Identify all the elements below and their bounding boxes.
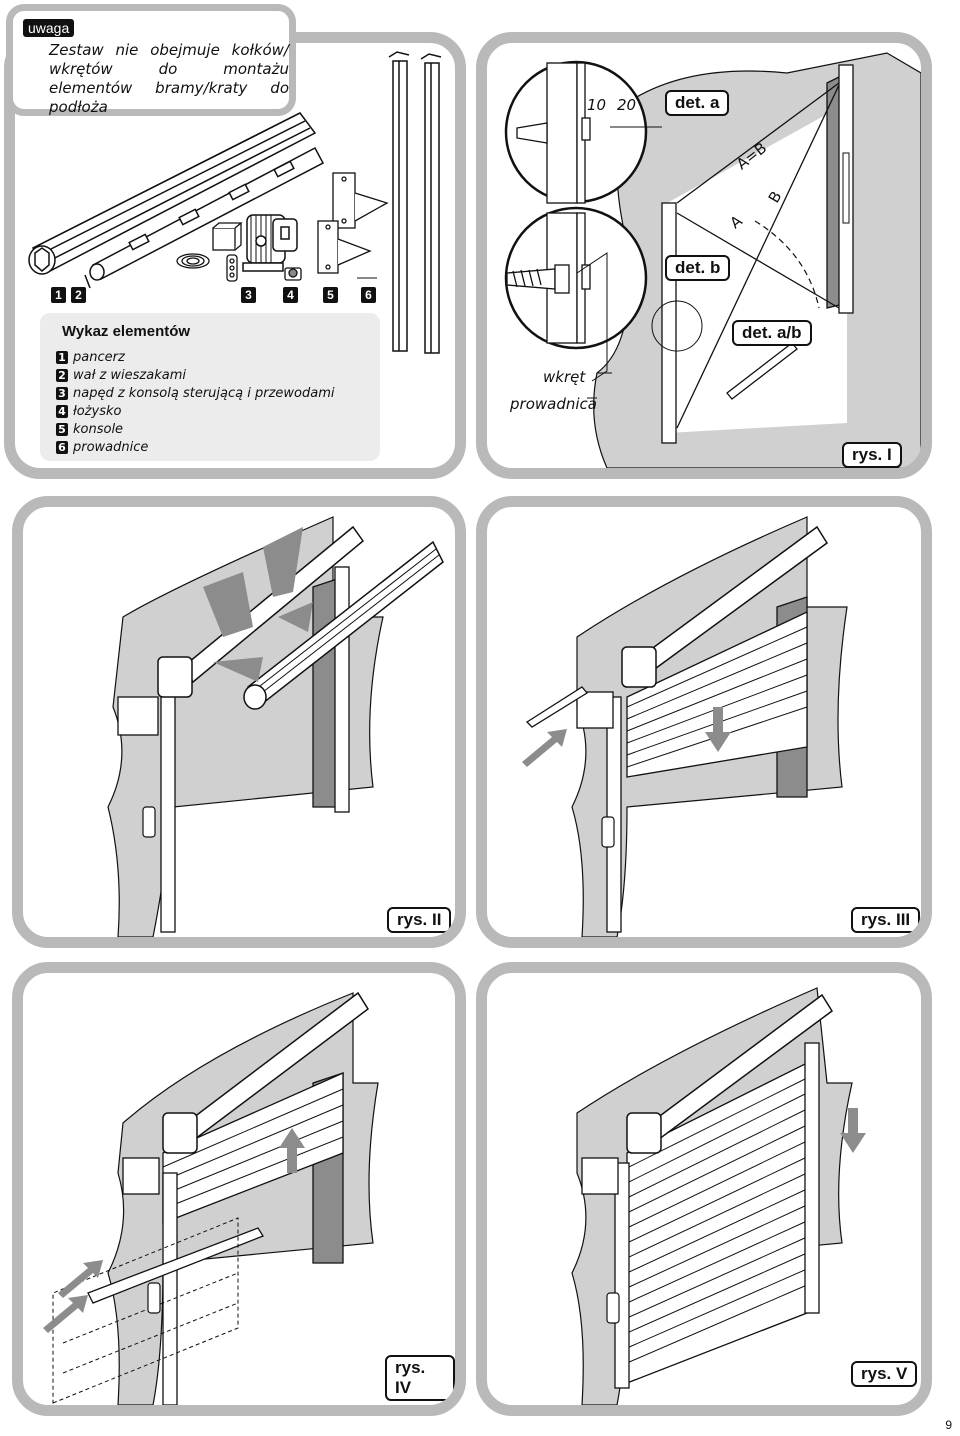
badge-2: 2 (71, 287, 86, 303)
badge-6: 6 (361, 287, 376, 303)
figure-5-caption: rys. V (851, 1361, 918, 1387)
curtain-roll (28, 112, 317, 275)
cable-coil (176, 253, 210, 269)
badge-1: 1 (51, 287, 66, 303)
figure-5-panel: rys. V (476, 962, 932, 1416)
figure-1-caption: rys. I (842, 442, 902, 468)
figure-3-caption: rys. III (851, 907, 921, 933)
legend-title: Wykaz elementów (62, 323, 191, 340)
figure-2-caption: rys. II (387, 907, 452, 933)
dim-10: 10 (587, 96, 607, 114)
motor (242, 214, 298, 272)
screw-label: wkręt (543, 368, 586, 386)
shaft (84, 146, 325, 289)
warning-note: uwaga Zestaw nie obejmuje kołków/ wkrętó… (6, 4, 296, 116)
figure-2-panel: rys. II (12, 496, 466, 948)
badge-3: 3 (241, 287, 256, 303)
control-box (212, 222, 243, 282)
bearing (284, 267, 302, 281)
badge-4: 4 (283, 287, 298, 303)
guide-rails (388, 51, 442, 354)
det-b-label: det. b (665, 255, 731, 281)
figure-3-panel: rys. III (476, 496, 932, 948)
figure-4-panel: rys. IV (12, 962, 466, 1416)
warning-text: Zestaw nie obejmuje kołków/ wkrętów do m… (49, 41, 289, 116)
dim-20: 20 (617, 96, 637, 114)
figure-4-caption: rys. IV (385, 1355, 455, 1401)
det-ab-label: det. a/b (732, 320, 812, 346)
figure-3-illustration (522, 516, 848, 937)
figure-1-illustration (504, 52, 921, 468)
consoles (317, 172, 389, 274)
guide-label: prowadnica (510, 395, 597, 413)
figure-4-illustration (43, 991, 379, 1405)
warning-tag: uwaga (23, 19, 75, 37)
components-illustration (28, 51, 442, 354)
figure-1-panel: det. a det. b det. a/b 10 20 A=B A B wkr… (476, 32, 932, 479)
figure-2-illustration (107, 516, 444, 937)
page-number: 9 (945, 1418, 952, 1432)
figure-5-illustration (571, 987, 866, 1405)
det-a-label: det. a (665, 90, 730, 116)
badge-5: 5 (323, 287, 338, 303)
